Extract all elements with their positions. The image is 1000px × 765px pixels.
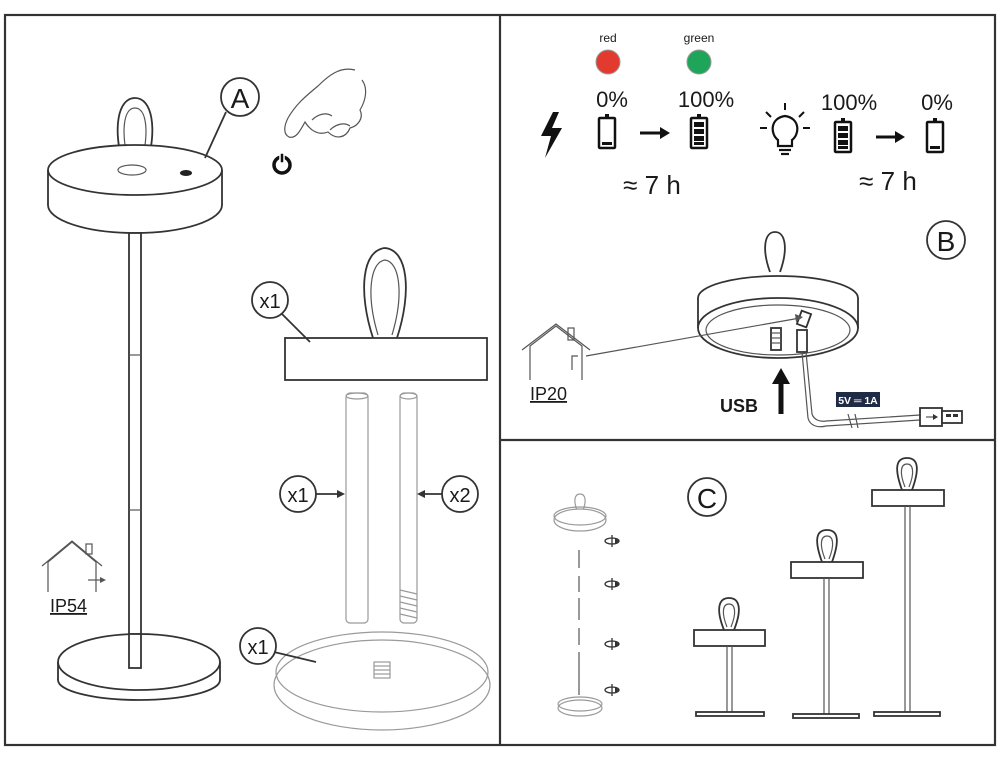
lamp-medium — [790, 529, 864, 719]
led-green-indicator — [686, 49, 712, 75]
label-a: A — [231, 83, 250, 114]
lamp-tall — [871, 457, 945, 717]
panel-c: C — [553, 457, 945, 719]
qty-base: x1 — [247, 637, 268, 659]
battery-full-icon — [689, 114, 709, 150]
qty-tube: x1 — [287, 485, 308, 507]
finger-touch-icon — [284, 68, 367, 138]
charge-to: 100% — [678, 87, 734, 112]
threaded-socket — [770, 327, 782, 351]
ip-rating-a: IP54 — [50, 596, 87, 616]
house-icon-ip54 — [41, 540, 106, 592]
panel-b: red green 0% 100% ≈ 7 h — [521, 31, 966, 429]
house-icon-ip20 — [521, 323, 591, 380]
part-base — [273, 639, 491, 731]
lamp-stem — [128, 232, 142, 639]
qty-rod: x2 — [449, 485, 470, 507]
lamp-handle — [116, 97, 154, 169]
segmented-lamp — [553, 493, 607, 717]
arrow-right-icon-usage — [895, 131, 905, 143]
power-spec: 5V ═ 1A — [838, 395, 878, 407]
use-to: 0% — [921, 90, 953, 115]
use-from: 100% — [821, 90, 877, 115]
lightning-icon — [541, 112, 562, 158]
power-spec-badge — [836, 392, 880, 407]
lamp-head-top — [47, 144, 223, 196]
label-c: C — [697, 483, 717, 514]
led-red-label: red — [599, 31, 616, 45]
battery-empty-icon-usage — [925, 118, 945, 154]
usb-label: USB — [720, 396, 758, 416]
charge-time: ≈ 7 h — [623, 170, 681, 200]
part-handle — [363, 247, 407, 339]
battery-empty-icon — [597, 114, 617, 150]
battery-full-icon-usage — [833, 118, 853, 154]
lamp-head-underside — [697, 231, 859, 359]
touch-button — [180, 170, 192, 176]
part-head — [284, 337, 488, 381]
arrow-up-icon — [772, 368, 790, 384]
part-tube — [345, 392, 369, 624]
power-icon — [272, 152, 292, 175]
lightbulb-icon — [760, 103, 810, 156]
led-red-indicator — [595, 49, 621, 75]
part-rod — [399, 392, 418, 624]
use-time: ≈ 7 h — [859, 166, 917, 196]
charge-from: 0% — [596, 87, 628, 112]
assembled-lamp — [47, 97, 223, 701]
label-b: B — [937, 226, 956, 257]
rotate-icons — [604, 535, 620, 696]
led-green-label: green — [684, 31, 715, 45]
panel-a: A — [41, 68, 491, 731]
lamp-short — [693, 597, 766, 717]
exploded-parts — [273, 247, 491, 731]
usb-cable — [796, 329, 963, 429]
ip-rating-b: IP20 — [530, 384, 567, 404]
label-a-circle — [220, 77, 260, 117]
qty-head: x1 — [259, 291, 280, 313]
arrow-right-icon — [660, 127, 670, 139]
